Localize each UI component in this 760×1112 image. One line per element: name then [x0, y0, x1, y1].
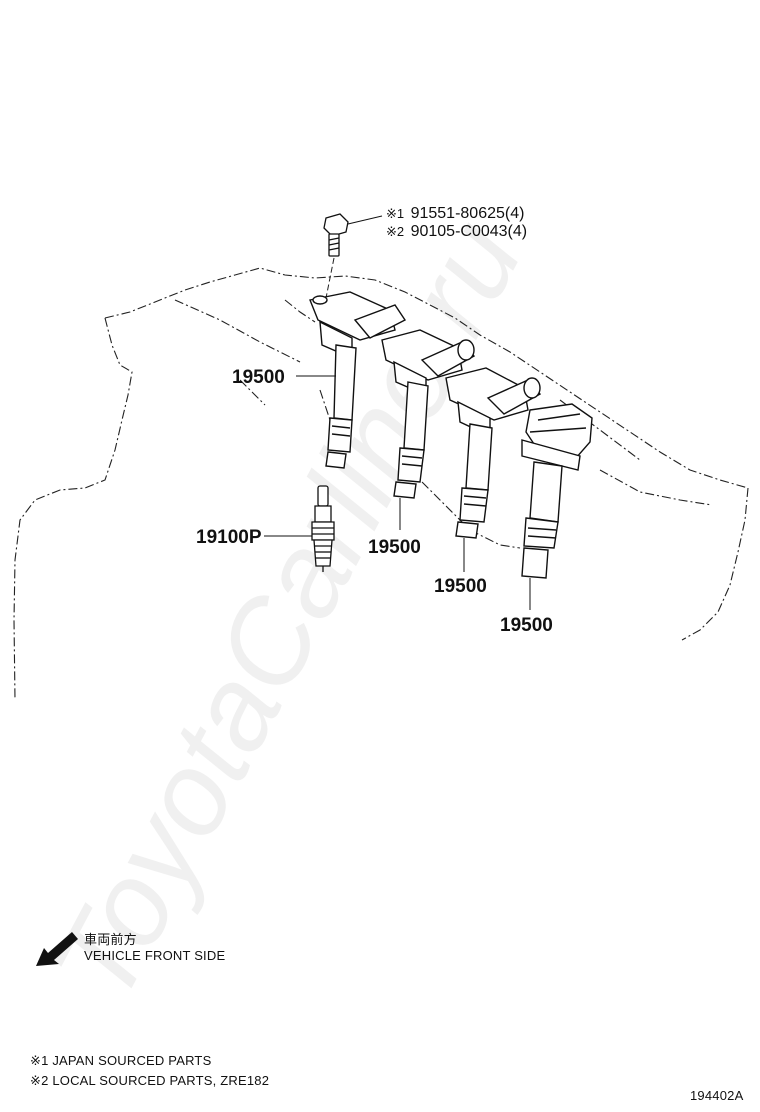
- bolt-callout-1-mark: ※1: [386, 206, 404, 221]
- part-label-coil-4: 19500: [500, 615, 553, 636]
- bolt-axis: [325, 257, 335, 299]
- footnote-1: ※1 JAPAN SOURCED PARTS: [30, 1053, 212, 1068]
- bolt-callout-1-part: 91551-80625(4): [411, 205, 525, 222]
- engine-head-outline: [13, 267, 749, 701]
- bolt-callout-2-part: 90105-C0043(4): [411, 223, 528, 240]
- bolt-callout-1: ※1 91551-80625(4): [386, 205, 524, 222]
- vehicle-front-arrow-icon: [36, 932, 78, 966]
- spark-plug: [311, 485, 335, 572]
- ignition-coil-3: [445, 367, 542, 539]
- bolt-leader: [347, 215, 383, 225]
- part-label-coil-2: 19500: [368, 537, 421, 558]
- part-label-spark-plug: 19100P: [196, 527, 262, 548]
- ignition-coil-2: [381, 329, 476, 499]
- direction-label-japanese: 車両前方: [84, 932, 137, 947]
- coil-bolt: [323, 213, 349, 257]
- footnote-2: ※2 LOCAL SOURCED PARTS, ZRE182: [30, 1073, 270, 1088]
- bolt-callout-2: ※2 90105-C0043(4): [386, 223, 527, 240]
- watermark: ToyotaCarline.ru: [26, 200, 547, 1023]
- figure-id: 194402A: [690, 1088, 744, 1103]
- leader-lines: [264, 375, 531, 610]
- direction-label-english: VEHICLE FRONT SIDE: [84, 948, 226, 963]
- part-label-coil-1: 19500: [232, 367, 285, 388]
- ignition-coil-4: [521, 403, 593, 579]
- part-label-coil-3: 19500: [434, 576, 487, 597]
- ignition-coil-1: [309, 291, 407, 469]
- bolt-callout-2-mark: ※2: [386, 224, 404, 239]
